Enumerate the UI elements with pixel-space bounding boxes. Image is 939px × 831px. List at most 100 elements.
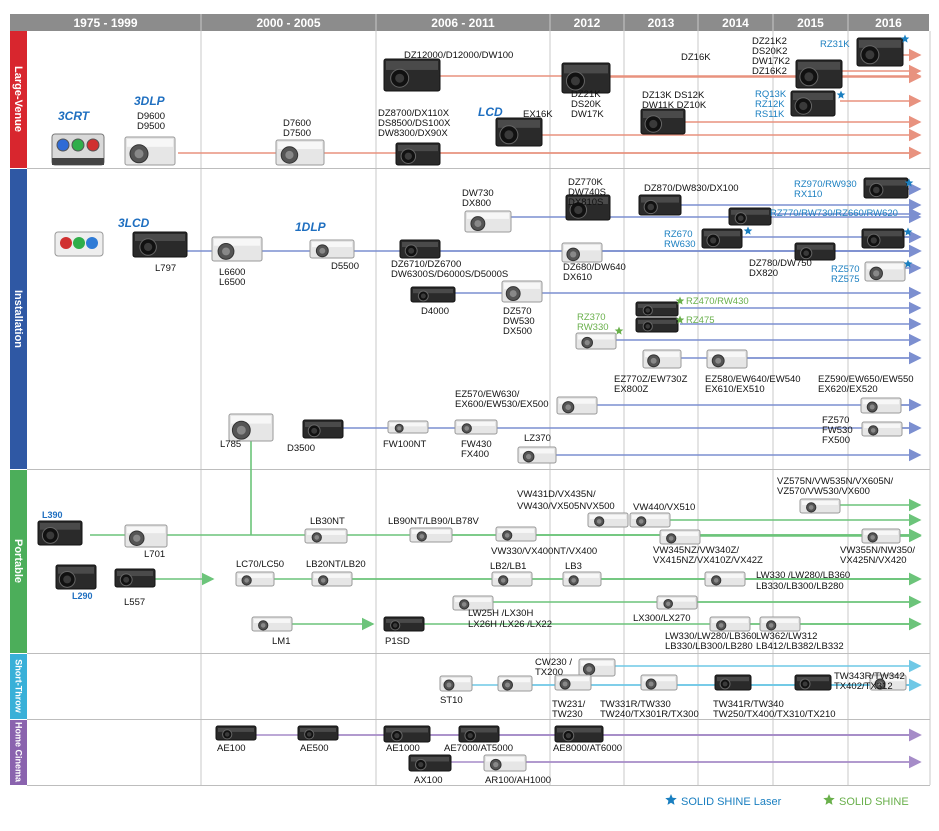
- model-label: DS20K: [571, 99, 602, 110]
- model-label: DX810S: [568, 197, 603, 208]
- projector-icon: [861, 528, 901, 544]
- period-label: 1975 - 1999: [73, 16, 137, 30]
- projector-icon: [383, 616, 425, 632]
- projector-icon: [794, 674, 832, 691]
- model-label: EX800Z: [614, 384, 649, 395]
- projector-icon: [383, 58, 441, 92]
- model-label: TW343R/TW342: [834, 671, 905, 682]
- projector-icon: [54, 231, 104, 257]
- model-label: P1SD: [385, 636, 410, 647]
- projector-icon: [575, 332, 617, 350]
- model-label: LX26H /LX26 /LX22: [468, 619, 552, 630]
- period-label: 2015: [797, 16, 824, 30]
- projector-icon: [640, 674, 678, 691]
- tech-label: 3LCD: [118, 216, 150, 230]
- projector-icon: [799, 498, 841, 514]
- projector-icon: [409, 527, 453, 543]
- projector-icon: [297, 725, 339, 741]
- model-label: RZ575: [831, 274, 860, 285]
- model-label: D9600: [137, 111, 165, 122]
- model-label: RZ570: [831, 264, 860, 275]
- star-icon: [675, 315, 685, 324]
- projector-icon: [309, 239, 355, 259]
- model-label: LX300/LX270: [633, 613, 691, 624]
- star-icon: [823, 794, 835, 805]
- projector-icon: [638, 194, 682, 216]
- model-label: D4000: [421, 306, 449, 317]
- projector-icon: [642, 349, 682, 369]
- model-label: VX425N/VX420: [840, 555, 907, 566]
- model-label: RZ470/RW430: [686, 296, 749, 307]
- projector-icon: [790, 90, 836, 117]
- star-icon: [836, 90, 846, 99]
- star-icon: [675, 296, 685, 305]
- portable-bar: [10, 470, 27, 653]
- projector-icon: [863, 177, 909, 199]
- model-label: RX110: [794, 189, 822, 200]
- projector-icon: [706, 349, 748, 369]
- model-label: L701: [144, 549, 165, 560]
- grid-lines: [27, 14, 931, 786]
- model-label: TX402/TX312: [834, 681, 893, 692]
- model-label: TW230: [552, 709, 583, 720]
- model-label: LB330/LB300/LB280: [665, 641, 753, 652]
- star-icon: [900, 34, 910, 43]
- model-label: LZ370: [524, 433, 551, 444]
- model-label: AR100/AH1000: [485, 775, 551, 786]
- projector-icon: [565, 194, 611, 221]
- model-label: DX610: [563, 272, 592, 283]
- model-label: TW240/TX301R/TX300: [600, 709, 699, 720]
- projector-icon: [701, 228, 743, 249]
- projector-icon: [556, 396, 598, 415]
- projector-icon: [640, 108, 686, 135]
- model-label: RZ970/RW930: [794, 179, 857, 190]
- projector-icon: [387, 420, 429, 434]
- model-label: VW440/VX510: [633, 502, 695, 513]
- projector-icon: [483, 754, 527, 772]
- model-label: EX610/EX510: [705, 384, 765, 395]
- model-label: EZ570/EW630/: [455, 389, 520, 400]
- projector-icon: [55, 564, 97, 590]
- model-label: LB90NT/LB90/LB78V: [388, 516, 480, 527]
- period-label: 2000 - 2005: [256, 16, 320, 30]
- model-label: VW430/VX505NVX500: [517, 501, 615, 512]
- model-label: LM1: [272, 636, 290, 647]
- model-label: DZ16K2: [752, 66, 787, 77]
- projector-icon: [869, 674, 907, 691]
- model-label: DW730: [462, 188, 494, 199]
- model-label: FW430: [461, 439, 492, 450]
- star-icon: [903, 259, 913, 268]
- model-label: D7500: [283, 128, 311, 139]
- projector-icon: [495, 526, 537, 542]
- projector-icon: [795, 59, 843, 89]
- projector-icon: [635, 317, 679, 333]
- projector-icon: [704, 571, 746, 587]
- projector-icon: [656, 595, 698, 610]
- model-label: D5500: [331, 261, 359, 272]
- projector-icon: [114, 568, 156, 588]
- model-label: DX820: [749, 268, 778, 279]
- projector-icon: [864, 261, 906, 282]
- large-venue-bar: [10, 31, 27, 168]
- model-label: L6500: [219, 277, 245, 288]
- projector-icon: [794, 242, 836, 261]
- projector-icon: [635, 301, 679, 317]
- model-label: DZ8700/DX110X: [378, 108, 450, 119]
- model-tag: L290: [72, 591, 93, 601]
- projector-icon: [215, 725, 257, 741]
- model-label: AE7000/AT5000: [444, 743, 513, 754]
- model-label: FW530: [822, 425, 853, 436]
- model-label: LW362/LW312: [756, 631, 817, 642]
- projector-icon: [302, 419, 344, 439]
- category-label: Portable: [12, 539, 24, 583]
- period-label: 2014: [722, 16, 749, 30]
- model-label: DZ6710/DZ6700: [391, 259, 461, 270]
- category-column: Large-VenueInstallationPortableShort-Thr…: [10, 31, 27, 785]
- model-label: TW341R/TW340: [713, 699, 784, 710]
- model-label: VZ570/VW530/VX600: [777, 486, 870, 497]
- model-label: LB2/LB1: [490, 561, 526, 572]
- projector-icon: [228, 413, 274, 442]
- model-label: DW6300S/D6000S/D5000S: [391, 269, 508, 280]
- projector-icon: [491, 571, 533, 587]
